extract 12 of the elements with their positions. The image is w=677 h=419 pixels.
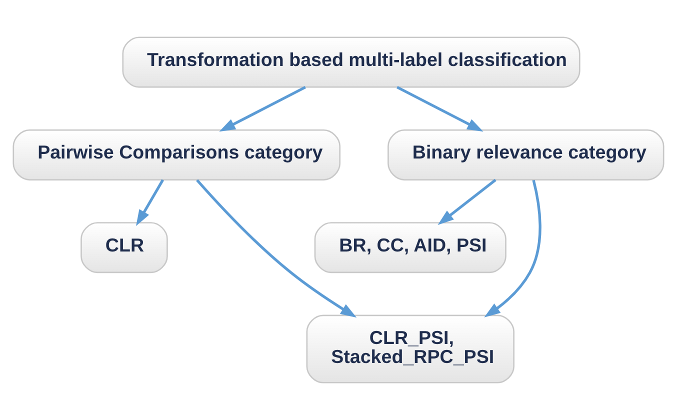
arrow	[219, 86, 306, 132]
arrow	[136, 178, 164, 226]
arrow	[396, 86, 484, 132]
node-box: CLR_PSI, Stacked_RPC_PSI	[306, 314, 514, 383]
node-box: Binary relevance category	[388, 128, 664, 180]
node-box: Pairwise Comparisons category	[12, 128, 341, 180]
node-box: BR, CC, AID, PSI	[314, 222, 506, 273]
node-box: Transformation based multi-label classification	[122, 36, 580, 88]
arrow	[196, 178, 357, 318]
arrow	[438, 178, 496, 224]
arrow	[484, 179, 542, 317]
node-box: CLR	[80, 222, 168, 273]
